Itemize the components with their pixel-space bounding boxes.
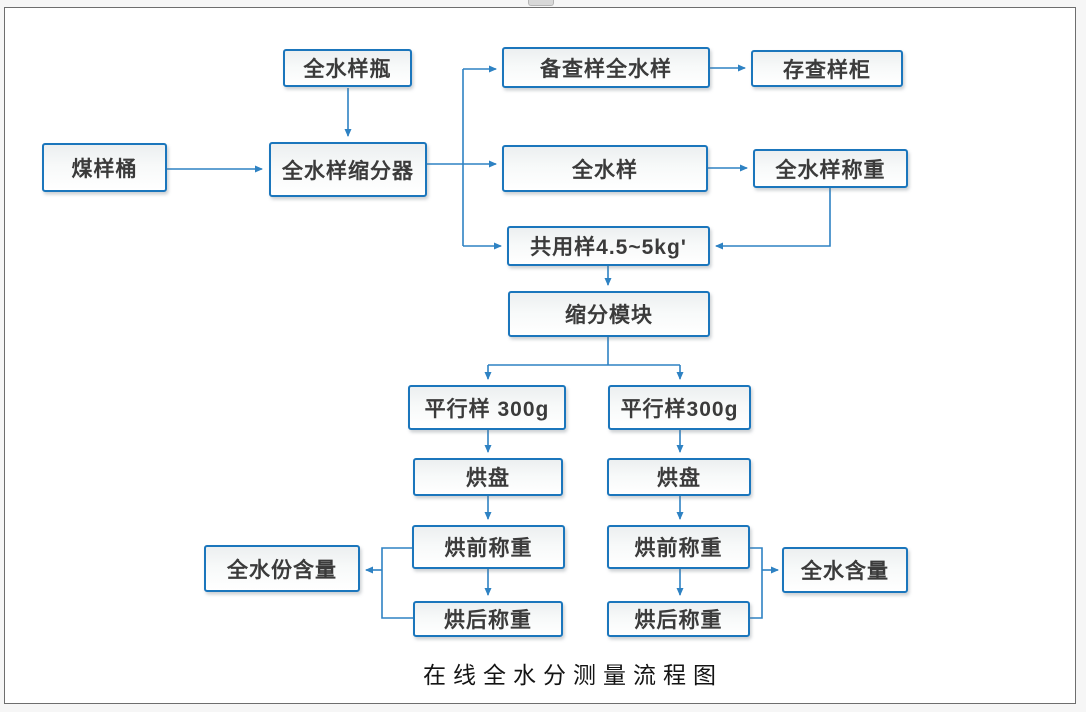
node-shared-sample: 共用样4.5~5kg' [507, 226, 710, 266]
node-post-drying-weighing-right: 烘后称重 [607, 601, 750, 637]
node-moisture-sample-weighing: 全水样称重 [753, 149, 908, 188]
node-moisture-sample-divider: 全水样缩分器 [269, 142, 427, 197]
top-resize-handle[interactable] [528, 0, 554, 6]
diagram-border [4, 7, 1076, 704]
node-total-moisture-content-right: 全水含量 [782, 547, 908, 593]
node-drying-pan-left: 烘盘 [413, 458, 563, 496]
node-moisture-sample-bottle: 全水样瓶 [283, 49, 412, 87]
node-total-moisture-sample: 全水样 [502, 145, 708, 192]
node-coal-sample-bucket: 煤样桶 [42, 143, 167, 192]
node-parallel-sample-right: 平行样300g [608, 385, 751, 430]
diagram-title: 在线全水分测量流程图 [423, 663, 723, 689]
node-drying-pan-right: 烘盘 [607, 458, 751, 496]
node-backup-check-moisture-sample: 备查样全水样 [502, 47, 710, 88]
node-check-sample-cabinet: 存查样柜 [751, 50, 903, 87]
node-total-moisture-content-left: 全水份含量 [204, 545, 360, 592]
node-pre-drying-weighing-left: 烘前称重 [412, 525, 565, 569]
node-post-drying-weighing-left: 烘后称重 [413, 601, 563, 637]
node-division-module: 缩分模块 [508, 291, 710, 337]
node-pre-drying-weighing-right: 烘前称重 [607, 525, 750, 569]
node-parallel-sample-left: 平行样 300g [408, 385, 566, 430]
